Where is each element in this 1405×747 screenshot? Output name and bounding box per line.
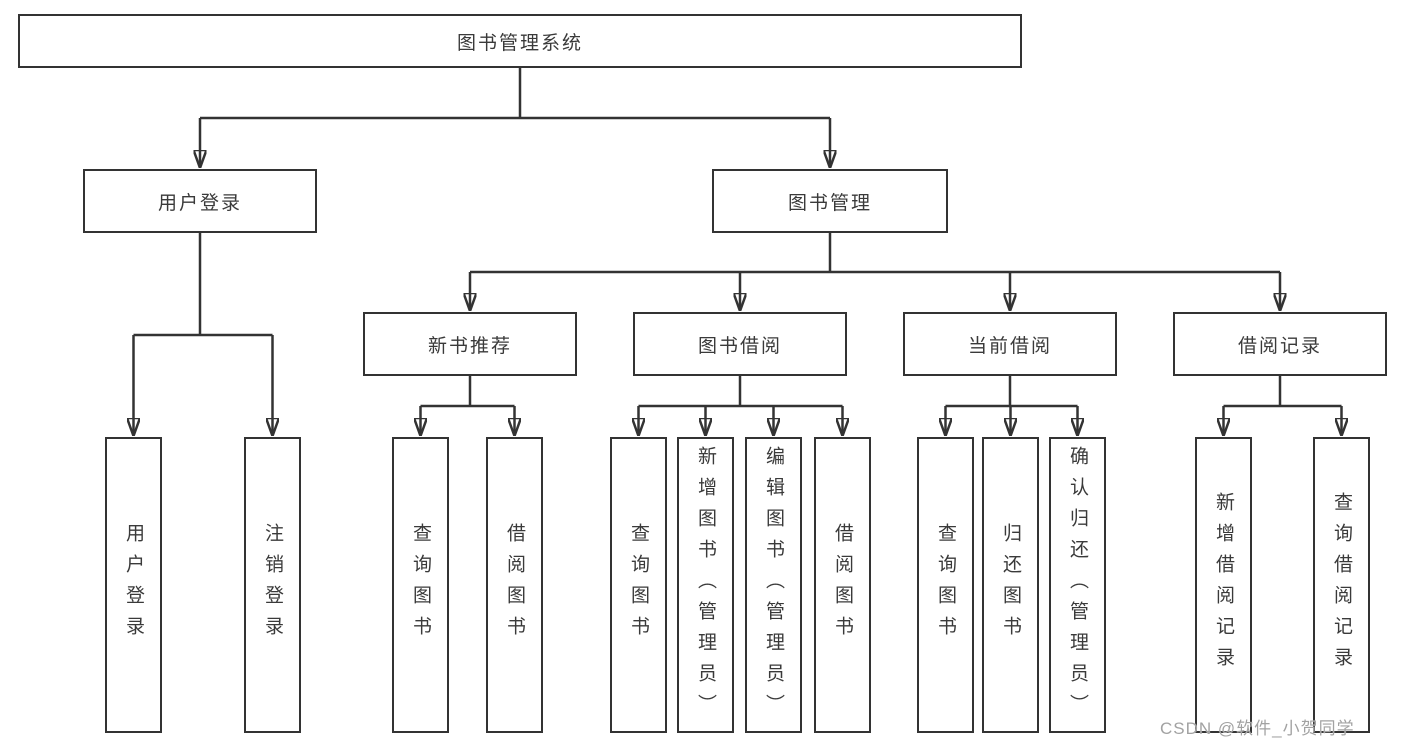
leaf-borrowing-query-books-label: 查询图书 — [628, 523, 649, 647]
leaf-records-query-record: 查询借阅记录 — [1313, 437, 1370, 733]
leaf-current-return-books: 归还图书 — [982, 437, 1039, 733]
leaf-logout-label: 注销登录 — [262, 523, 283, 647]
node-new-book-recommend-label: 新书推荐 — [427, 335, 512, 357]
leaf-borrowing-edit-books-admin: 编辑图书（管理员） — [745, 437, 802, 733]
leaf-records-query-record-label: 查询借阅记录 — [1331, 492, 1352, 678]
node-library-system: 图书管理系统 — [18, 14, 1022, 68]
leaf-records-add-record-label: 新增借阅记录 — [1213, 492, 1234, 678]
leaf-current-return-books-label: 归还图书 — [1000, 523, 1021, 647]
leaf-borrowing-borrow-books: 借阅图书 — [814, 437, 871, 733]
node-book-management: 图书管理 — [712, 169, 948, 233]
node-current-borrowing-label: 当前借阅 — [967, 335, 1052, 357]
leaf-borrowing-query-books: 查询图书 — [610, 437, 667, 733]
leaf-recommend-query-books: 查询图书 — [392, 437, 449, 733]
leaf-logout: 注销登录 — [244, 437, 301, 733]
leaf-borrowing-borrow-books-label: 借阅图书 — [832, 523, 853, 647]
leaf-borrowing-add-books-admin-label: 新增图书（管理员） — [695, 445, 716, 725]
leaf-current-query-books-label: 查询图书 — [935, 523, 956, 647]
leaf-current-confirm-return-admin-label: 确认归还（管理员） — [1067, 445, 1088, 725]
node-book-management-label: 图书管理 — [787, 192, 872, 214]
leaf-user-login-label: 用户登录 — [123, 523, 144, 647]
node-user-login-branch-label: 用户登录 — [157, 192, 242, 214]
leaf-records-add-record: 新增借阅记录 — [1195, 437, 1252, 733]
leaf-borrowing-add-books-admin: 新增图书（管理员） — [677, 437, 734, 733]
node-current-borrowing: 当前借阅 — [903, 312, 1117, 376]
node-library-system-label: 图书管理系统 — [456, 32, 583, 54]
leaf-current-query-books: 查询图书 — [917, 437, 974, 733]
node-book-borrowing-label: 图书借阅 — [697, 335, 782, 357]
leaf-recommend-borrow-books-label: 借阅图书 — [504, 523, 525, 647]
watermark: CSDN @软件_小贺同学 — [1160, 719, 1355, 738]
leaf-recommend-borrow-books: 借阅图书 — [486, 437, 543, 733]
node-borrowing-records-label: 借阅记录 — [1237, 335, 1322, 357]
node-book-borrowing: 图书借阅 — [633, 312, 847, 376]
leaf-borrowing-edit-books-admin-label: 编辑图书（管理员） — [763, 445, 784, 725]
leaf-recommend-query-books-label: 查询图书 — [410, 523, 431, 647]
leaf-user-login: 用户登录 — [105, 437, 162, 733]
node-borrowing-records: 借阅记录 — [1173, 312, 1387, 376]
node-user-login-branch: 用户登录 — [83, 169, 317, 233]
node-new-book-recommend: 新书推荐 — [363, 312, 577, 376]
leaf-current-confirm-return-admin: 确认归还（管理员） — [1049, 437, 1106, 733]
